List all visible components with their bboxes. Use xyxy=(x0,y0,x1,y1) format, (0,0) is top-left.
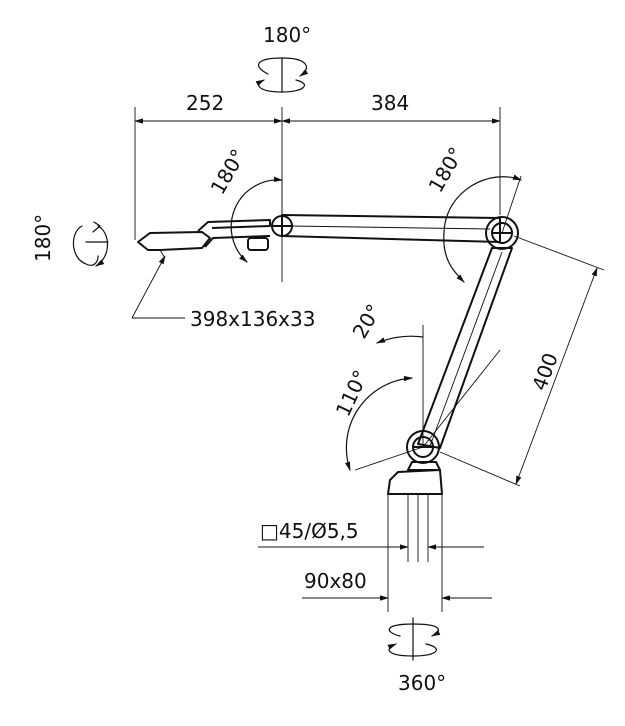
lamp-head-size-leader xyxy=(131,255,185,319)
top-rotation-label: 180° xyxy=(263,23,311,47)
lamp-head xyxy=(137,219,271,259)
lamp-head-size-label: 398x136x33 xyxy=(190,307,315,331)
lower-arm xyxy=(417,247,513,449)
arm-length-label: 400 xyxy=(527,350,563,394)
head-rotation-symbol xyxy=(72,221,109,267)
right-joint-rotation-label: 180° xyxy=(424,143,469,197)
clamp-section-label: □45/Ø5,5 xyxy=(260,519,359,543)
base-rotation-label: 360° xyxy=(398,671,446,695)
arm-length-dimension xyxy=(439,235,605,487)
base-size-label: 90x80 xyxy=(304,569,367,593)
tilt-back-label: 110° xyxy=(331,366,373,420)
head-rotation-label: 180° xyxy=(31,214,55,262)
top-rotation-symbol xyxy=(255,57,309,93)
width-right-label: 384 xyxy=(371,91,409,115)
right-joint-rotation-arc xyxy=(443,174,522,283)
left-joint-rotation-arc xyxy=(230,176,283,263)
width-left-label: 252 xyxy=(186,91,224,115)
base-rotation-symbol xyxy=(387,617,441,661)
lamp-base xyxy=(387,461,443,612)
tilt-forward-label: 20° xyxy=(348,300,387,343)
upper-arm xyxy=(281,214,501,243)
tilt-angle-arcs xyxy=(344,325,501,471)
left-joint-rotation-label: 180° xyxy=(206,145,251,199)
